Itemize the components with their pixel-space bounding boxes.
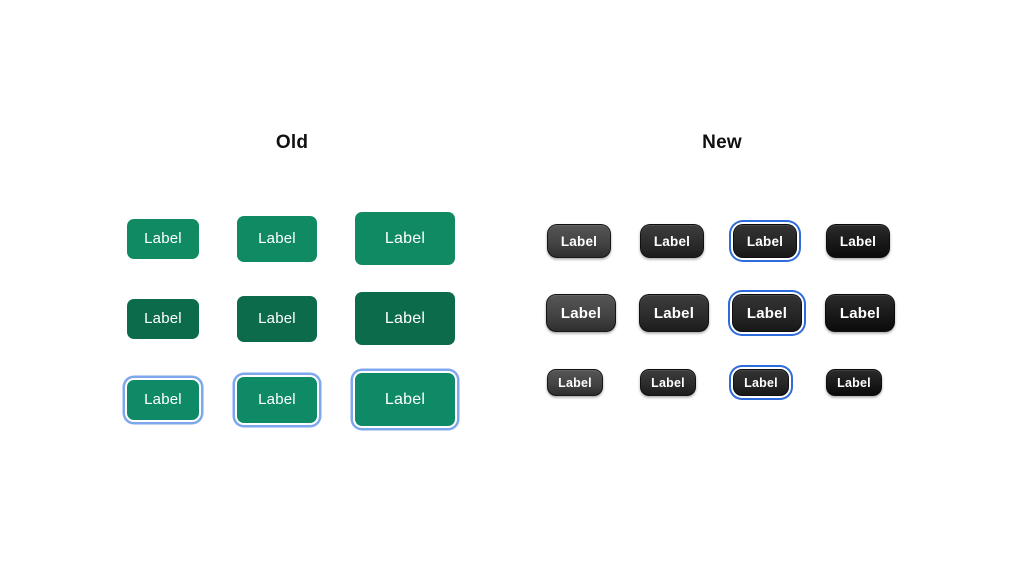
- new-button-hover-large[interactable]: Label: [639, 294, 709, 332]
- old-section-title: Old: [275, 132, 309, 153]
- old-button-hover-small[interactable]: Label: [127, 298, 199, 339]
- new-button-pressed-small[interactable]: Label: [826, 369, 882, 396]
- new-section-title: New: [702, 132, 742, 153]
- old-row-focused: Label Label Label: [127, 373, 455, 426]
- new-button-pressed-medium[interactable]: Label: [826, 224, 890, 258]
- old-button-focused-large[interactable]: Label: [355, 373, 455, 426]
- old-button-default-large[interactable]: Label: [355, 212, 455, 265]
- new-button-default-large[interactable]: Label: [546, 294, 616, 332]
- new-row-medium: Label Label Label Label: [547, 224, 890, 258]
- new-button-default-small[interactable]: Label: [547, 369, 603, 396]
- old-button-focused-medium[interactable]: Label: [237, 376, 317, 423]
- new-button-hover-small[interactable]: Label: [640, 369, 696, 396]
- old-button-hover-large[interactable]: Label: [355, 292, 455, 345]
- new-button-pressed-large[interactable]: Label: [825, 294, 895, 332]
- old-row-hover: Label Label Label: [127, 292, 455, 345]
- new-row-small: Label Label Label Label: [547, 369, 882, 396]
- new-button-default-medium[interactable]: Label: [547, 224, 611, 258]
- new-button-focused-large[interactable]: Label: [732, 294, 802, 332]
- new-button-focused-small[interactable]: Label: [733, 369, 789, 396]
- old-button-focused-small[interactable]: Label: [127, 379, 199, 420]
- new-row-large: Label Label Label Label: [546, 294, 895, 332]
- old-button-default-medium[interactable]: Label: [237, 215, 317, 262]
- old-row-default: Label Label Label: [127, 212, 455, 265]
- new-button-hover-medium[interactable]: Label: [640, 224, 704, 258]
- old-button-default-small[interactable]: Label: [127, 218, 199, 259]
- old-button-hover-medium[interactable]: Label: [237, 295, 317, 342]
- new-button-focused-medium[interactable]: Label: [733, 224, 797, 258]
